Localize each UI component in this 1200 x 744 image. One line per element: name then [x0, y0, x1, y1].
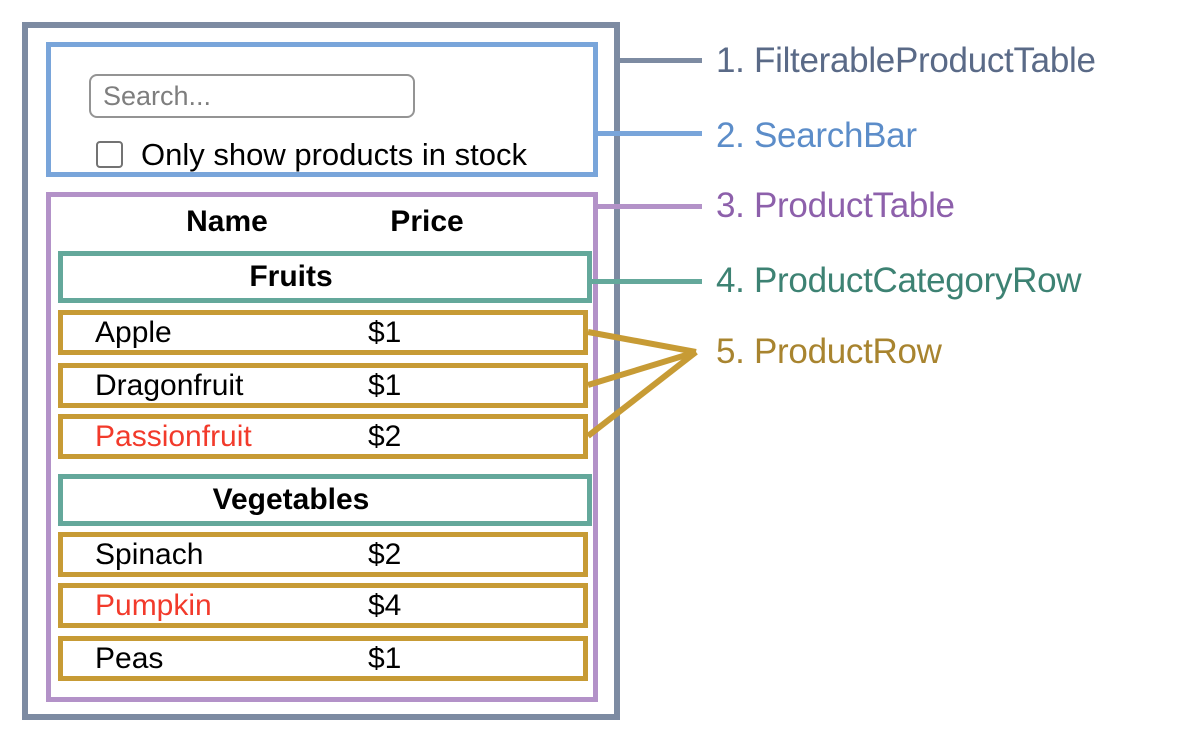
product-price: $2 [368, 419, 402, 453]
product-row-spinach: Spinach $2 [58, 532, 588, 577]
product-name-out-of-stock: Passionfruit [95, 419, 252, 453]
legend-search-bar: 2. SearchBar [716, 116, 917, 155]
product-price: $2 [368, 537, 402, 571]
product-name: Dragonfruit [95, 368, 244, 402]
product-row-apple: Apple $1 [58, 310, 588, 355]
category-row-vegetables: Vegetables [58, 474, 592, 526]
product-table-outline [46, 192, 598, 702]
legend-product-table: 3. ProductTable [716, 186, 955, 225]
column-header-name: Name [186, 205, 268, 238]
product-row-dragonfruit: Dragonfruit $1 [58, 363, 588, 408]
in-stock-checkbox-label[interactable]: Only show products in stock [141, 137, 527, 172]
filterable-product-table-outline [22, 22, 620, 720]
product-price: $1 [368, 315, 402, 349]
product-name-out-of-stock: Pumpkin [95, 588, 212, 622]
category-row-fruits: Fruits [58, 251, 592, 303]
product-name: Apple [95, 315, 172, 349]
product-price: $4 [368, 588, 402, 622]
in-stock-checkbox[interactable] [96, 141, 123, 168]
product-name: Spinach [95, 537, 204, 571]
legend-product-row: 5. ProductRow [716, 332, 942, 371]
connector-line-product-category-row [588, 279, 702, 284]
search-input[interactable] [89, 74, 415, 118]
product-row-pumpkin: Pumpkin $4 [58, 583, 588, 628]
connector-lines-product-row [586, 329, 698, 439]
product-row-passionfruit: Passionfruit $2 [58, 414, 588, 459]
product-price: $1 [368, 641, 402, 675]
category-label-fruits: Fruits [249, 260, 333, 293]
product-name: Peas [95, 641, 164, 675]
product-row-peas: Peas $1 [58, 636, 588, 681]
connector-line-filterable-product-table [618, 58, 702, 63]
column-header-price: Price [390, 205, 464, 238]
search-bar-outline [46, 42, 598, 177]
legend-filterable-product-table: 1. FilterableProductTable [716, 41, 1096, 80]
product-price: $1 [368, 368, 402, 402]
category-label-vegetables: Vegetables [212, 483, 370, 516]
legend-product-category-row: 4. ProductCategoryRow [716, 261, 1082, 300]
connector-line-product-table [593, 204, 702, 209]
connector-line-search-bar [593, 131, 702, 136]
